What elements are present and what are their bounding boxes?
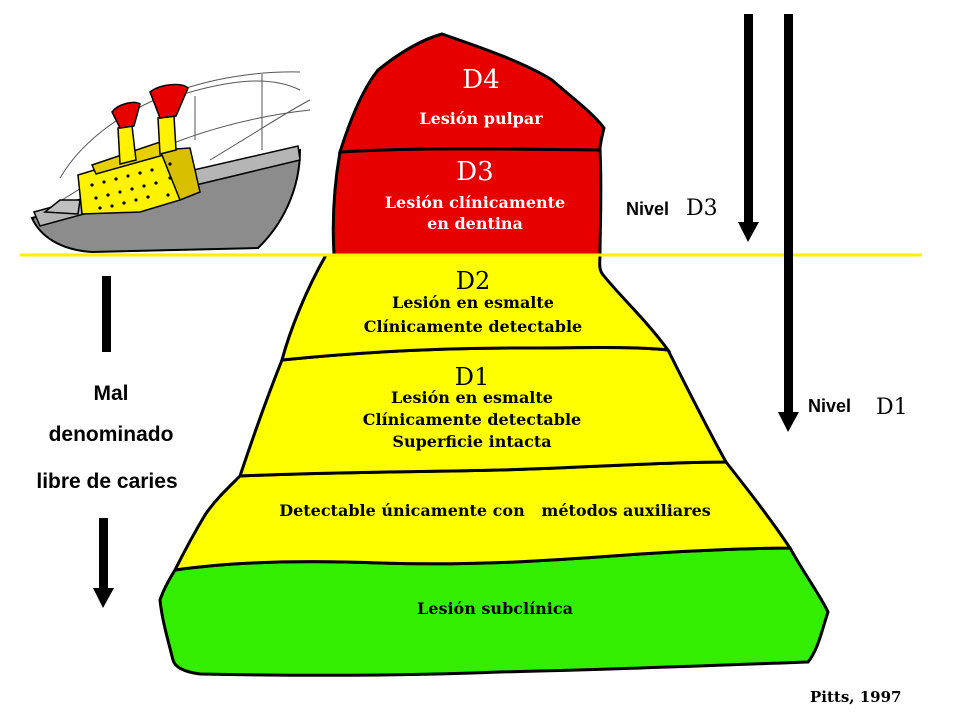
layer-d2-description-line1: Lesión en esmalte [392, 293, 554, 312]
iceberg [158, 32, 830, 677]
level-d3-arrow-shaft [744, 14, 753, 224]
layer-d4 [337, 32, 606, 154]
layer-d3-description-line1: Lesión clínicamente [385, 193, 565, 212]
level-d1-arrow-shaft [784, 14, 793, 414]
level-d1-arrow-head [778, 412, 799, 432]
layer-labels: D4 Lesión pulpar D3 Lesión clínicamente … [279, 65, 711, 618]
level-d1-prefix: Nivel [808, 396, 851, 416]
layer-d3-description-line2: en dentina [427, 214, 523, 233]
left-label-line2: denominado [49, 423, 174, 446]
citation: Pitts, 1997 [810, 688, 901, 706]
left-label-line1: Mal [93, 382, 128, 405]
left-annotation: Mal denominado libre de caries [36, 276, 178, 608]
ship-portholes [90, 162, 172, 210]
level-d3-prefix: Nivel [626, 199, 669, 219]
level-d3-code: D3 [686, 196, 718, 221]
level-d3-indicator: Nivel D3 [626, 14, 759, 242]
layer-d1-description-line2: Clínicamente detectable [363, 410, 581, 429]
layer-d2 [279, 253, 672, 362]
layer-auxiliary-description: Detectable únicamente con métodos auxili… [279, 501, 711, 520]
left-upper-bar [102, 276, 111, 352]
layer-d3-code: D3 [456, 157, 493, 187]
left-lower-arrow-shaft [99, 518, 108, 590]
layer-d1-code: D1 [455, 363, 490, 391]
left-label-line3: libre de caries [36, 470, 177, 493]
level-d1-code: D1 [876, 395, 908, 420]
left-lower-arrow-head [93, 588, 114, 608]
layer-d1-description-line1: Lesión en esmalte [391, 388, 553, 407]
layer-d4-description: Lesión pulpar [419, 109, 543, 128]
ship-illustration [30, 71, 311, 254]
ship-funnels [111, 83, 189, 165]
level-d3-arrow-head [738, 222, 759, 242]
level-d1-indicator: Nivel D1 [778, 14, 908, 432]
layer-d4-code: D4 [462, 65, 499, 95]
layer-d1-description-line3: Superficie intacta [392, 432, 551, 451]
ship-deck [43, 199, 81, 215]
layer-d2-code: D2 [456, 267, 491, 295]
layer-d2-description-line2: Clínicamente detectable [364, 317, 582, 336]
layer-subclinical-description: Lesión subclínica [417, 599, 573, 618]
